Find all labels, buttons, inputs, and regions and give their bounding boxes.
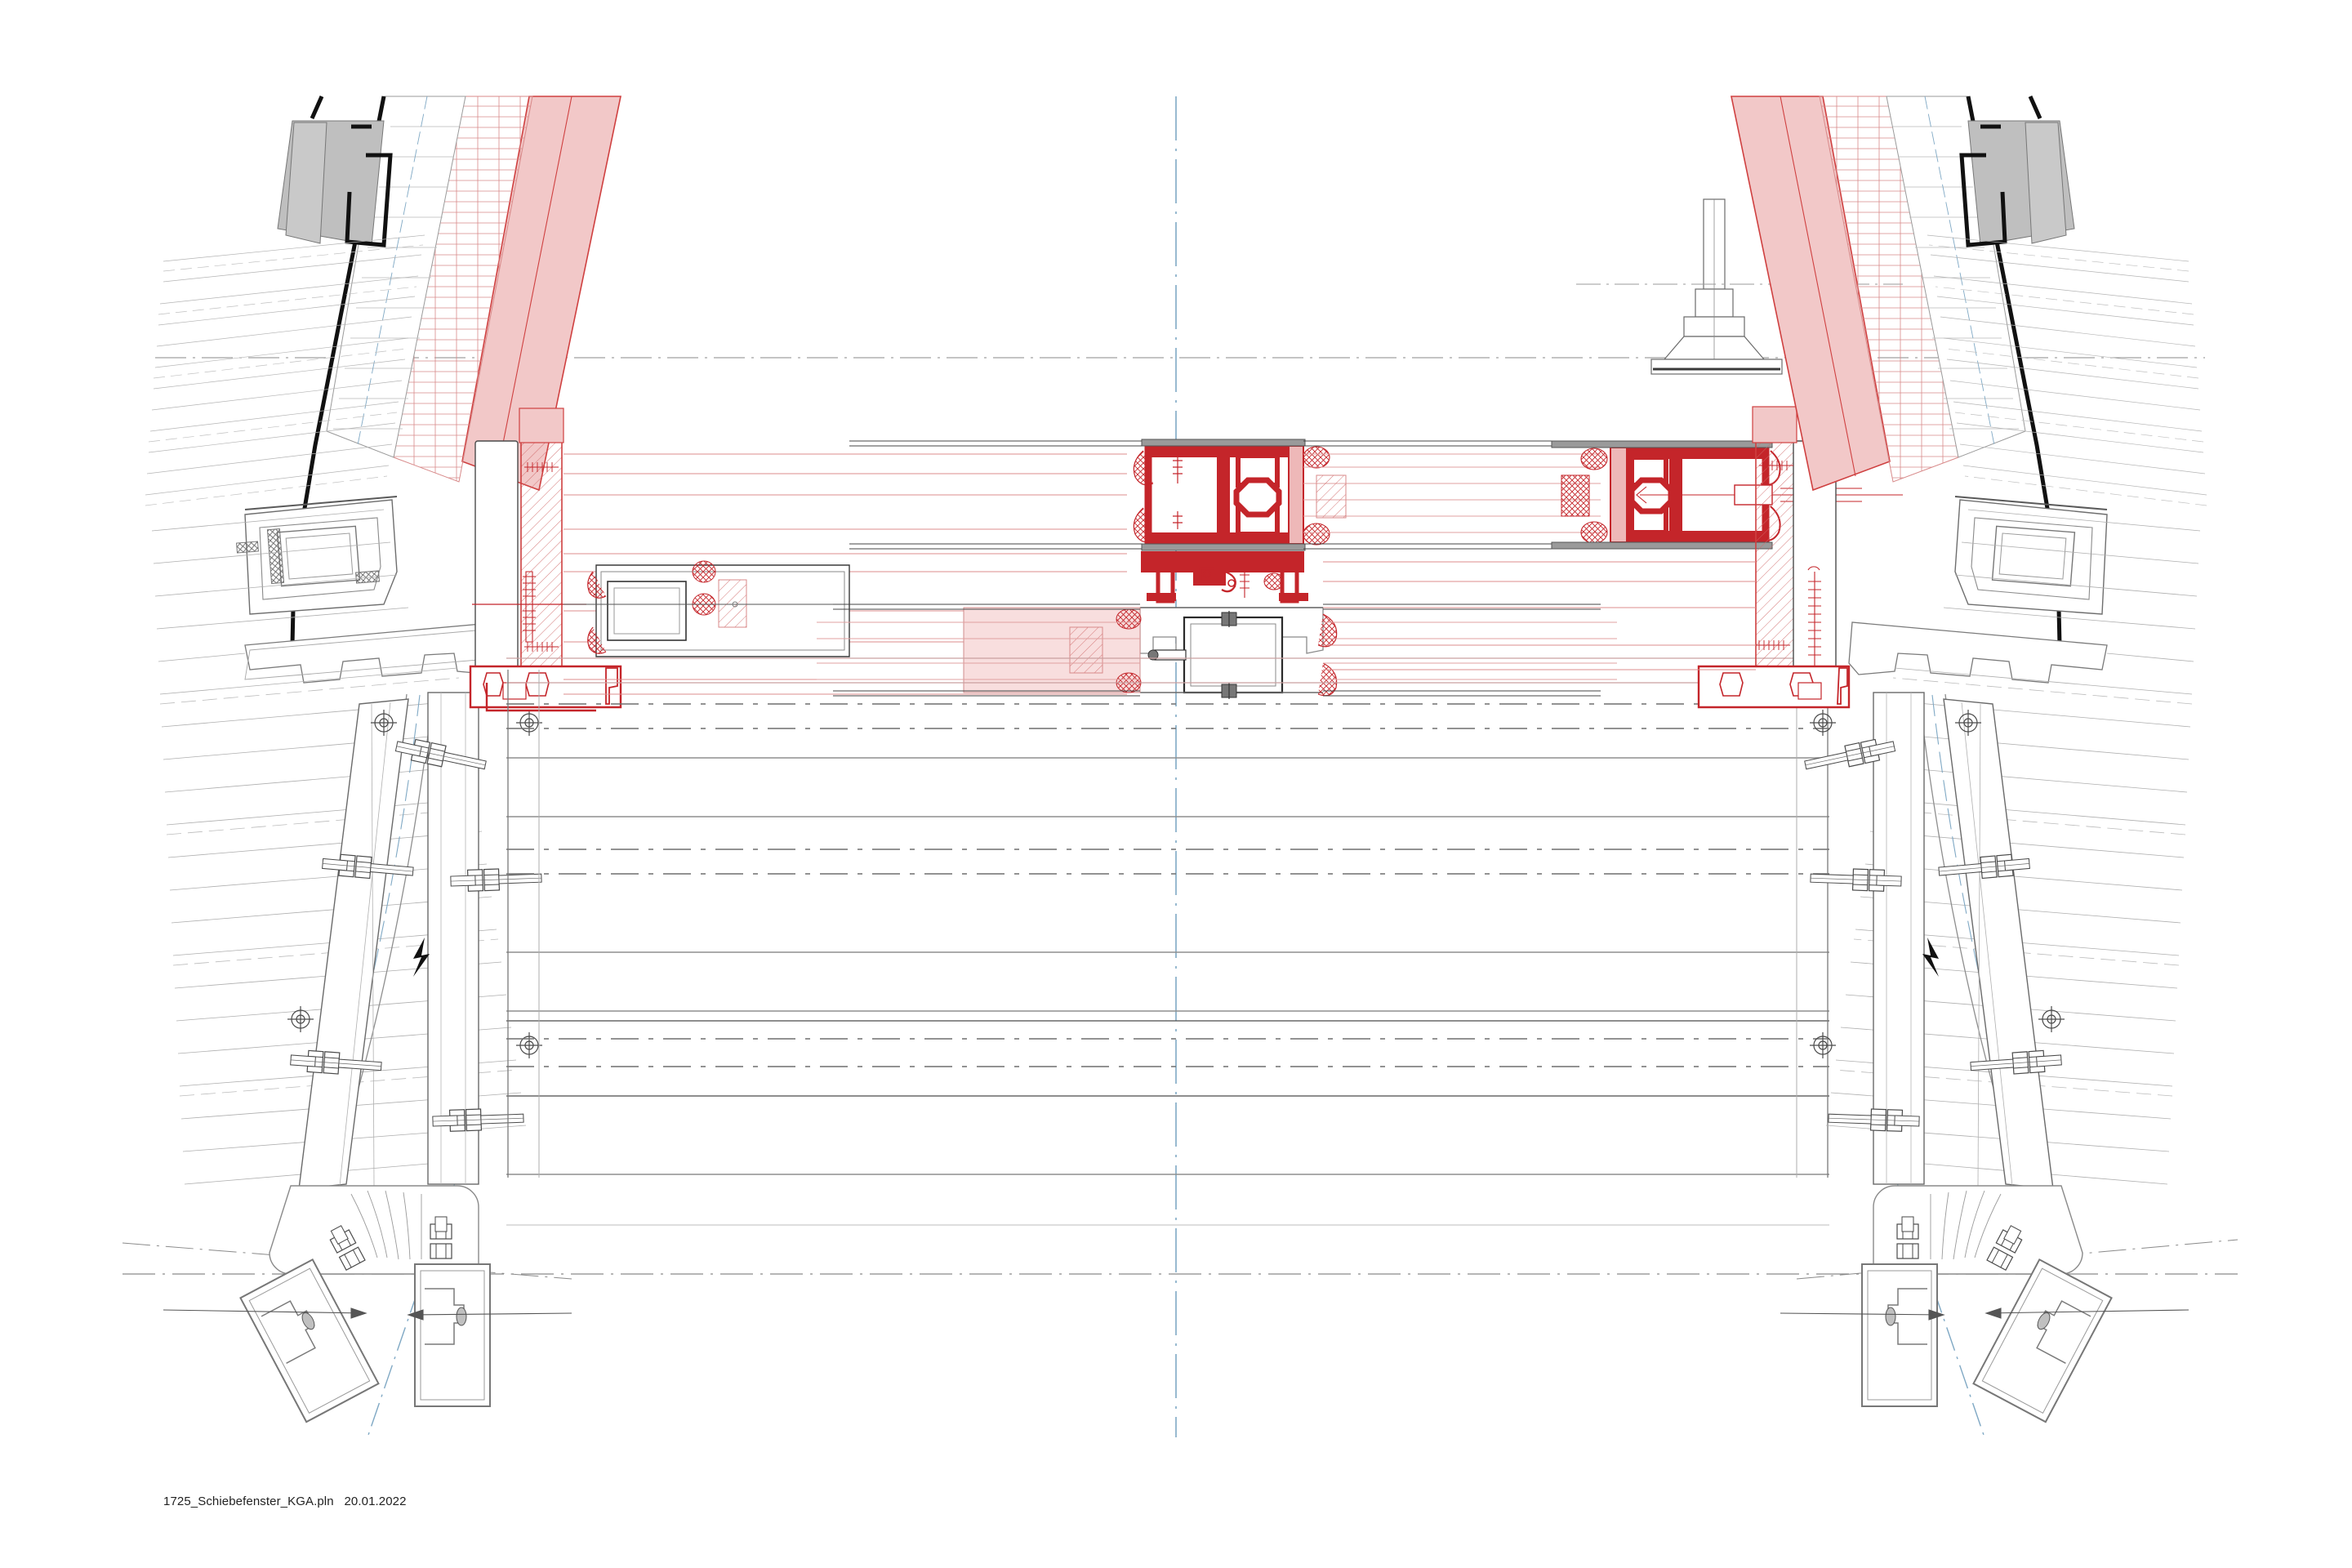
left-vertical-post [427, 692, 479, 1185]
right-jamb-sill-profile [1697, 665, 1851, 709]
centre-lock-rail [1141, 551, 1308, 604]
left-jamb-white-block [474, 440, 519, 679]
right-red-profile [1551, 440, 1903, 550]
right-inner-layer [1886, 96, 2026, 458]
left-gray-block-inner [285, 122, 327, 244]
left-existing-window-profile [236, 496, 398, 615]
left-bracket-vertical-bolt[interactable] [430, 1216, 452, 1259]
right-layer-axis [1924, 96, 1995, 446]
centre-lower-fixing-bolt [1147, 649, 1187, 661]
right-interior-hatching-2 [1928, 244, 2207, 506]
left-existing-glazing-box [564, 560, 850, 657]
centre-lower-screws [1221, 611, 1237, 699]
left-bottom-bracket-detail [163, 1185, 572, 1423]
right-existing-window-profile [1954, 496, 2108, 615]
left-bracket-vertical [414, 1263, 491, 1407]
centre-glazing-field [506, 657, 1829, 1226]
sheet-footer: 1725_Schiebefenster_KGA.pln 20.01.2022 [163, 1494, 407, 1508]
left-bracket-angled-bolt[interactable] [327, 1223, 366, 1271]
left-jamb-screw-upper [524, 462, 559, 472]
right-tube-fan [1930, 1190, 2002, 1260]
right-sill-track-profile [1848, 621, 2108, 684]
left-red-edge [485, 683, 596, 712]
left-bracket-angled [239, 1258, 380, 1423]
left-dimension-arrows [163, 1307, 572, 1321]
centre-red-lines [506, 657, 1829, 684]
centre-lower-gray-profile [817, 604, 1617, 699]
left-layer-axis [357, 96, 428, 446]
centre-solid-lines [506, 757, 1829, 1175]
right-gray-block-inner [2025, 122, 2067, 244]
left-jamb-hatched-block [520, 440, 563, 687]
right-red-band-split [1780, 96, 1856, 477]
left-interior-hatching-2 [145, 244, 424, 506]
right-interior-hatching [1927, 234, 2207, 496]
right-jamb-hatched-block [1755, 440, 1796, 687]
left-jamb-detail [469, 408, 1127, 712]
right-bracket-vertical-bolt[interactable] [1896, 1216, 1919, 1259]
right-jamb-screw-upper [1759, 461, 1793, 470]
right-jamb-screw-lower [1756, 640, 1790, 650]
left-tube-fan [350, 1190, 422, 1260]
left-jamb-screw-lower [524, 642, 559, 652]
centre-upper-red-profile [849, 439, 1609, 551]
right-jamb-cap [1752, 406, 1797, 443]
left-interior-hatching [145, 234, 425, 496]
left-jamb-sill-profile [469, 665, 622, 709]
centre-lock-screw [1240, 570, 1250, 598]
lightning-bolt-icon-left [413, 938, 430, 977]
right-jamb-detail [1323, 198, 1903, 709]
left-inner-layer [326, 96, 466, 458]
left-rebate-outline [345, 124, 393, 247]
right-wall-assembly [1731, 95, 2207, 1309]
right-vertical-post [1873, 692, 1925, 1185]
centre-dark-lines [506, 1020, 1829, 1097]
right-bottom-bracket-detail [1780, 1185, 2189, 1423]
centre-upper-screws [1173, 451, 1183, 529]
centre-dashdot-lines [506, 703, 1829, 1067]
right-red-horizontal-lines [1323, 561, 1756, 670]
left-red-band-split [496, 96, 572, 477]
right-bracket-angled-bolt[interactable] [1986, 1223, 2025, 1271]
left-jamb-cap [519, 408, 564, 443]
lightning-bolt-icon-right [1922, 938, 1939, 977]
left-inner-courses [333, 126, 459, 430]
right-dimension-arrows [1780, 1307, 2189, 1321]
right-bracket-angled [1972, 1258, 2113, 1423]
right-rebate-outline [1959, 124, 2007, 247]
right-bracket-vertical [1861, 1263, 1938, 1407]
centre-mullion-detail [817, 439, 1617, 699]
right-anchor-fixture [1650, 198, 1783, 375]
